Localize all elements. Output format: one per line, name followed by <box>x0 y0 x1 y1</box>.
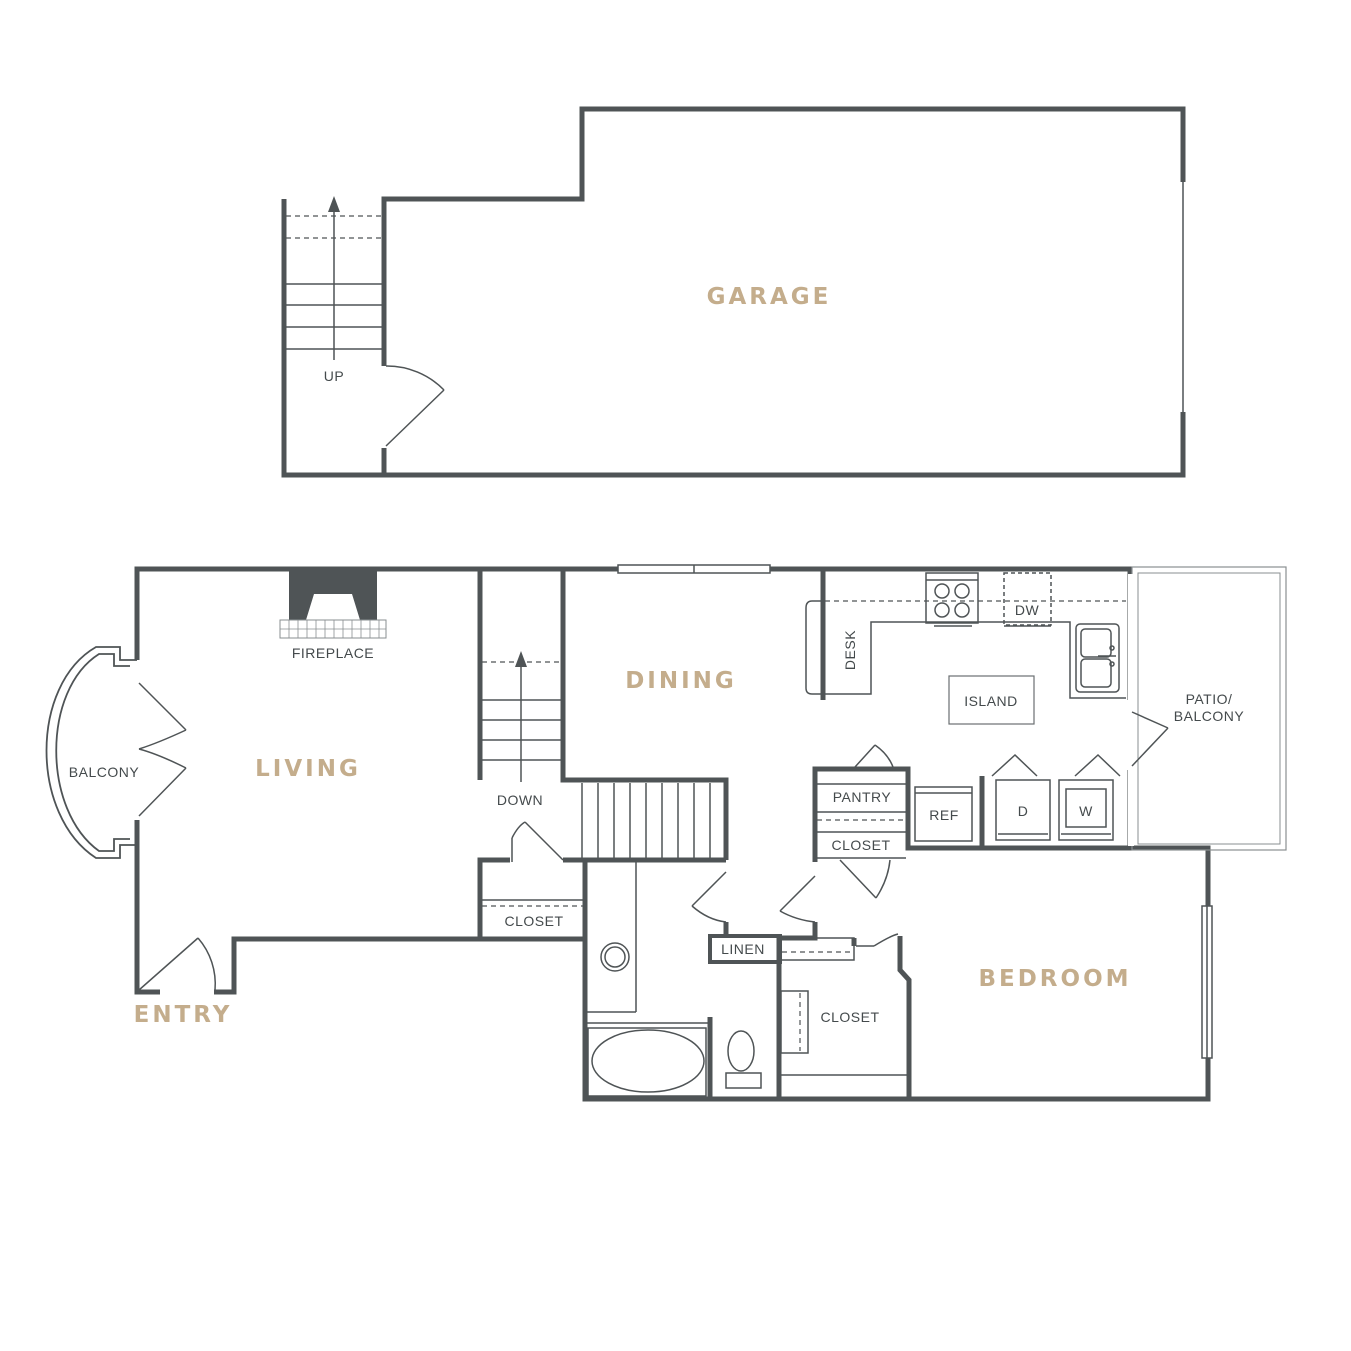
refrigerator-icon <box>914 786 973 842</box>
toilet-icon <box>727 1030 755 1072</box>
bedroom-window <box>1201 905 1213 1059</box>
garage-door-swing <box>385 365 445 447</box>
garage-stairs <box>286 196 382 360</box>
sink-icon <box>600 942 630 972</box>
bedroom-closet-label: CLOSET <box>820 1009 879 1025</box>
arrow-up-icon <box>328 196 340 212</box>
balcony-bay <box>45 646 187 859</box>
island-label: ISLAND <box>964 693 1018 709</box>
up-label: UP <box>324 368 344 384</box>
dryer-icon <box>995 779 1051 841</box>
island-counter <box>948 675 1035 725</box>
hall-closet <box>482 821 583 907</box>
balcony-label: BALCONY <box>69 764 140 780</box>
washer-icon <box>1058 779 1114 841</box>
main-level: LIVING DINING BEDROOM ENTRY FIREPLACE BA… <box>45 564 1287 1102</box>
entry-door <box>138 937 217 991</box>
kitchen-sink-icon <box>1075 623 1120 693</box>
bathtub-icon <box>591 1029 705 1093</box>
garage-level: GARAGE UP <box>281 106 1186 478</box>
fireplace-label: FIREPLACE <box>292 645 374 661</box>
pantry <box>817 744 906 899</box>
cooktop-icon <box>925 572 979 624</box>
hall-closet-label: CLOSET <box>504 913 563 929</box>
laundry <box>914 753 1121 848</box>
patio-label-line1: PATIO/ <box>1186 691 1233 707</box>
pantry-closet-label: CLOSET <box>831 837 890 853</box>
entry-label: ENTRY <box>134 1002 233 1028</box>
garage-label: GARAGE <box>707 284 832 310</box>
linen-label: LINEN <box>721 941 765 957</box>
stair-wall <box>281 199 384 478</box>
dining-label: DINING <box>625 668 737 694</box>
living-label: LIVING <box>255 756 361 782</box>
dining-window <box>617 564 771 574</box>
dishwasher-icon <box>1003 572 1052 626</box>
garage-wall <box>381 412 1186 478</box>
interior-wall <box>477 857 510 939</box>
pantry-label: PANTRY <box>833 789 892 805</box>
exterior-wall <box>214 770 1211 1102</box>
patio-balcony <box>1128 566 1287 851</box>
bathroom <box>582 862 782 1099</box>
ref-label: REF <box>929 807 959 823</box>
dw-label: DW <box>1015 602 1040 618</box>
interior-wall <box>560 569 729 860</box>
washer-label: W <box>1079 803 1093 819</box>
down-label: DOWN <box>497 792 543 808</box>
patio-label-line2: BALCONY <box>1174 708 1245 724</box>
down-stairs <box>482 651 711 858</box>
garage-wall <box>381 106 1186 366</box>
fireplace <box>279 571 387 639</box>
kitchen <box>805 569 1126 725</box>
arrow-up-icon <box>515 651 527 667</box>
exterior-wall <box>134 820 160 995</box>
dryer-label: D <box>1018 803 1029 819</box>
bedroom-label: BEDROOM <box>978 966 1131 992</box>
desk-label: DESK <box>842 630 858 670</box>
